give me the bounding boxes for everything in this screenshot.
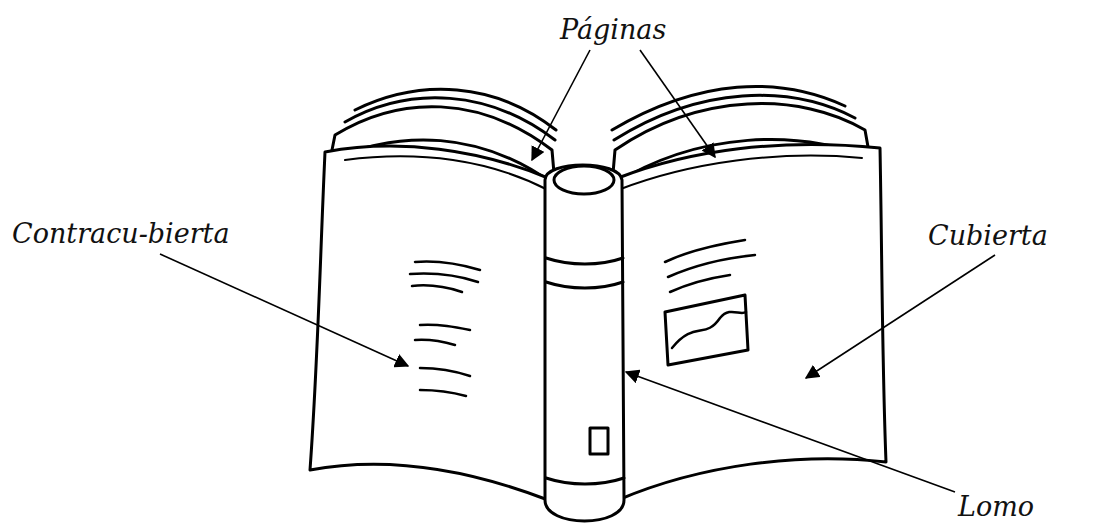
leader-line — [640, 50, 715, 157]
spine — [545, 165, 624, 521]
leader-line — [532, 50, 590, 160]
part-label: Cubierta — [928, 222, 1048, 249]
leader-line — [806, 255, 995, 378]
leader-line — [160, 254, 408, 366]
book-drawing — [310, 86, 886, 521]
leader-lines — [160, 50, 995, 492]
spine-tag — [590, 428, 608, 454]
leader-line — [626, 372, 955, 492]
front-cover — [618, 145, 886, 500]
cover-picture — [665, 295, 748, 365]
part-label: Lomo — [958, 493, 1034, 520]
back-cover — [310, 146, 548, 500]
part-label: Páginas — [560, 16, 666, 43]
part-label: Contracu-bierta — [12, 220, 230, 247]
